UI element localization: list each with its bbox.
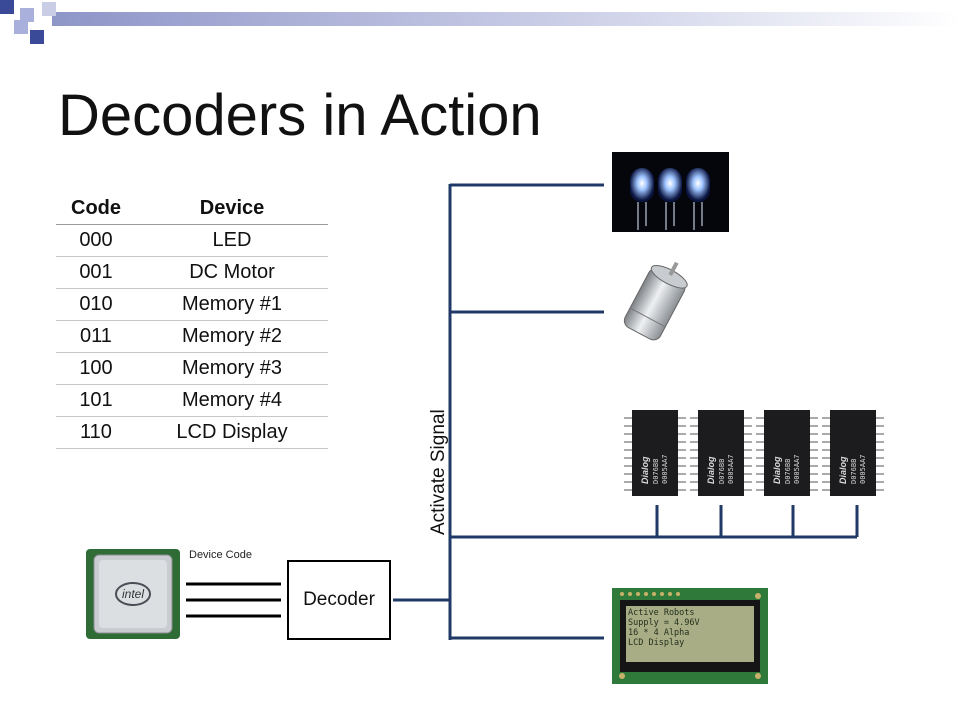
chip-code-text: 0005AA7 — [859, 454, 867, 484]
activate-signal-label: Activate Signal — [428, 409, 449, 535]
device-cell: Memory #2 — [136, 320, 328, 353]
lcd-display-image — [612, 588, 768, 684]
slide-title: Decoders in Action — [58, 83, 542, 148]
lcd-line: LCD Display — [628, 638, 685, 648]
chip-brand-text: Dialog — [772, 456, 782, 484]
chip-code-text: 0005AA7 — [793, 454, 801, 484]
chip-code-text: D076BB — [784, 459, 792, 484]
decoder-label: Decoder — [303, 589, 375, 610]
table-row: 001 DC Motor — [56, 256, 328, 289]
lcd-line: Active Robots — [628, 608, 695, 618]
decoder-box: Decoder — [287, 560, 391, 640]
table-row: 100 Memory #3 — [56, 352, 328, 385]
table-row: 110 LCD Display — [56, 416, 328, 449]
cpu-brand-text: intel — [122, 587, 144, 601]
chip-code-text: D076BB — [718, 459, 726, 484]
memory-chip-4: Dialog D076BB 0005AA7 — [822, 410, 884, 496]
chip-code-text: D076BB — [652, 459, 660, 484]
chip-brand-text: Dialog — [838, 456, 848, 484]
device-cell: Memory #3 — [136, 352, 328, 385]
code-cell: 101 — [56, 384, 136, 417]
code-cell: 110 — [56, 416, 136, 449]
chip-brand-text: Dialog — [706, 456, 716, 484]
code-cell: 001 — [56, 256, 136, 289]
device-cell: Memory #4 — [136, 384, 328, 417]
memory-chip-2: Dialog D076BB 0005AA7 — [690, 410, 752, 496]
table-header-row: Code Device — [56, 193, 328, 225]
device-cell: Memory #1 — [136, 288, 328, 321]
device-cell: DC Motor — [136, 256, 328, 289]
lcd-line: 16 * 4 Alpha — [628, 628, 690, 638]
code-device-table: Code Device 000 LED 001 DC Motor 010 Mem… — [56, 193, 328, 449]
device-code-label: Device Code — [189, 549, 252, 561]
table-row: 000 LED — [56, 224, 328, 257]
chip-brand-text: Dialog — [640, 456, 650, 484]
led-image — [612, 152, 729, 232]
memory-chip-1: Dialog D076BB 0005AA7 — [624, 410, 686, 496]
column-header-code: Code — [56, 193, 136, 225]
chip-code-text: D076BB — [850, 459, 858, 484]
memory-chip-3: Dialog D076BB 0005AA7 — [756, 410, 818, 496]
code-cell: 100 — [56, 352, 136, 385]
device-cell: LCD Display — [136, 416, 328, 449]
dc-motor-image — [623, 262, 688, 341]
corner-decoration — [0, 0, 960, 44]
lcd-screen-text: Active Robots Supply = 4.96V 16 * 4 Alph… — [628, 608, 740, 656]
code-cell: 000 — [56, 224, 136, 257]
cpu-image: intel — [86, 549, 180, 639]
table-row: 010 Memory #1 — [56, 288, 328, 321]
lcd-line: Supply = 4.96V — [628, 618, 700, 628]
code-cell: 011 — [56, 320, 136, 353]
device-cell: LED — [136, 224, 328, 257]
table-row: 101 Memory #4 — [56, 384, 328, 417]
table-row: 011 Memory #2 — [56, 320, 328, 353]
chip-code-text: 0005AA7 — [661, 454, 669, 484]
column-header-device: Device — [136, 193, 328, 225]
code-cell: 010 — [56, 288, 136, 321]
chip-code-text: 0005AA7 — [727, 454, 735, 484]
